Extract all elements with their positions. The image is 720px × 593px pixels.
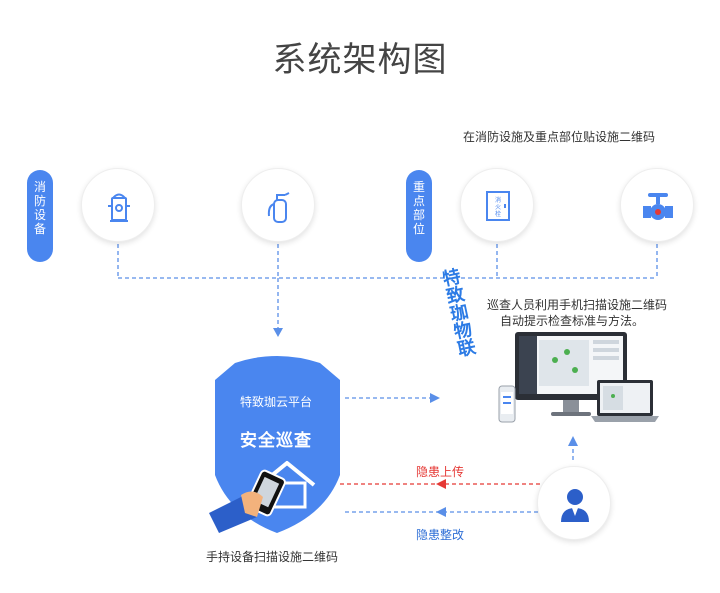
arrow-to-monitor <box>430 393 440 403</box>
inspector-circle <box>537 466 611 540</box>
platform-main-label: 安全巡查 <box>240 431 312 451</box>
extinguisher-circle <box>241 168 315 242</box>
inspect-note-line2: 自动提示检查标准与方法。 <box>500 314 645 328</box>
platform-title: 特致珈云平台 <box>239 395 312 409</box>
arrow-down-platform <box>273 328 283 337</box>
hand-phone-icon <box>209 469 286 533</box>
hazard-fix-label: 隐患整改 <box>416 528 465 542</box>
arrow-hazard-upload <box>436 479 446 489</box>
pill-fire-char: 消 <box>33 180 46 194</box>
inspect-note-line1: 巡查人员利用手机扫描设施二维码 <box>487 298 668 312</box>
pill-key-char: 位 <box>412 222 425 236</box>
hydrant-label-char: 栓 <box>495 210 501 218</box>
arrow-person-up <box>568 436 578 446</box>
valve-icon <box>643 193 673 220</box>
pill-key-char: 部 <box>412 208 425 222</box>
pill-fire-char: 备 <box>33 222 46 236</box>
pill-key-location: 重 点 部 位 <box>406 170 432 262</box>
hydrant-label-char: 消 <box>495 196 501 204</box>
hydrant-label-char: 火 <box>495 204 501 211</box>
cabinet-circle: 消 火 栓 <box>460 168 534 242</box>
hazard-upload-label: 隐患上传 <box>416 465 465 479</box>
pill-fire-char: 防 <box>33 194 46 208</box>
phone-icon <box>498 385 516 423</box>
top-note: 在消防设施及重点部位贴设施二维码 <box>463 130 656 144</box>
fire-hydrant-icon <box>108 193 130 222</box>
devices-group <box>498 332 659 423</box>
hydrant-circle <box>81 168 155 242</box>
arrow-hazard-fix <box>436 507 446 517</box>
pill-key-char: 点 <box>412 194 425 208</box>
pill-fire-equipment: 消 防 设 备 <box>27 170 53 262</box>
pill-key-char: 重 <box>412 180 425 194</box>
platform-shield <box>209 356 340 533</box>
fire-extinguisher-icon <box>267 192 290 223</box>
handheld-note: 手持设备扫描设施二维码 <box>206 550 339 564</box>
pill-fire-char: 设 <box>33 208 46 222</box>
laptop-icon <box>591 380 659 422</box>
person-avatar-icon <box>561 489 589 522</box>
page-title: 系统架构图 <box>272 40 448 80</box>
valve-circle <box>620 168 694 242</box>
hydrant-cabinet-icon: 消 火 栓 <box>486 191 510 221</box>
